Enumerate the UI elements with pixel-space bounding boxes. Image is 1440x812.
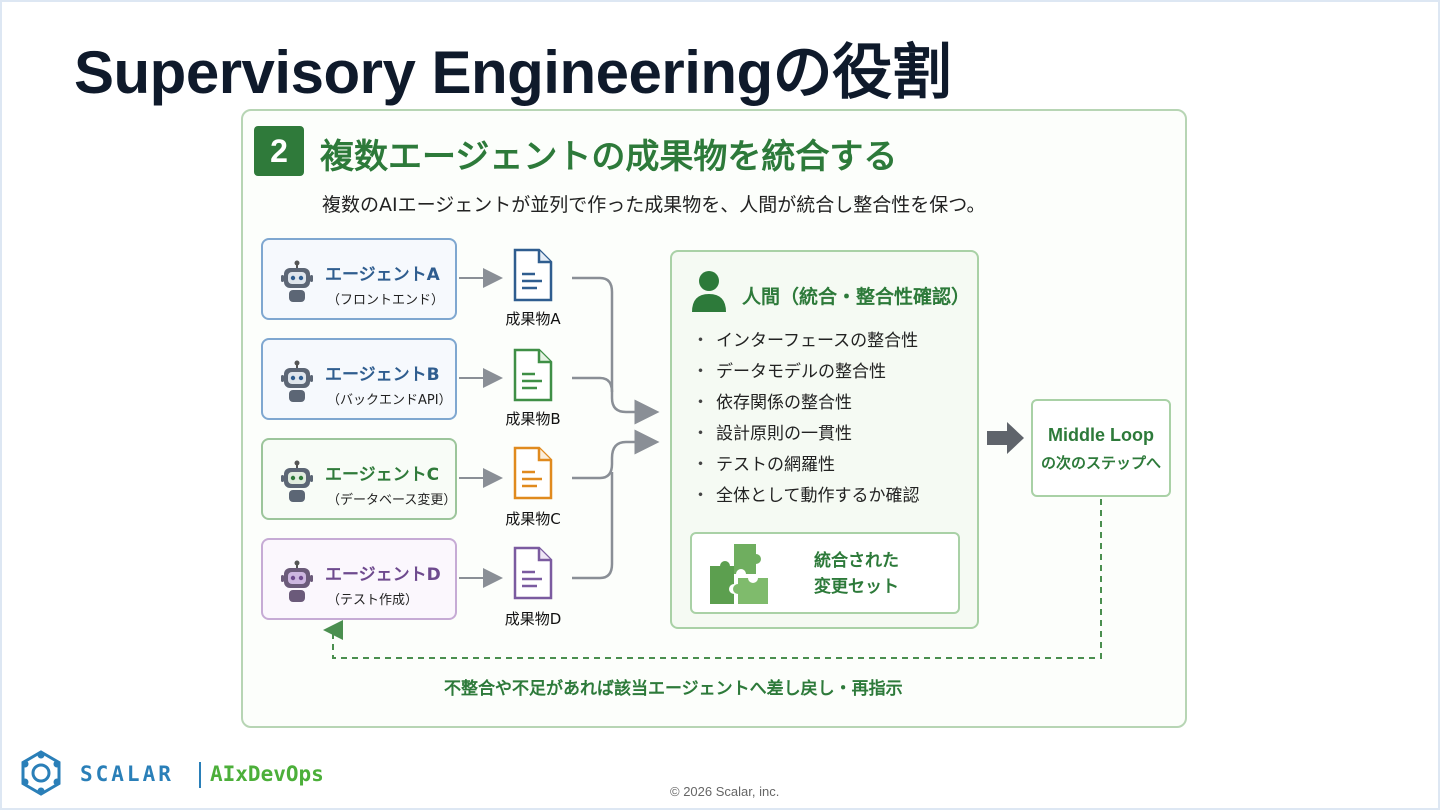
check-item: ・インターフェースの整合性	[692, 331, 919, 351]
agent-role: （テスト作成）	[327, 593, 419, 608]
feedback-note: 不整合や不足があれば該当エージェントへ差し戻し・再指示	[444, 679, 903, 699]
check-item: ・データモデルの整合性	[692, 362, 886, 382]
check-item: ・テストの網羅性	[692, 455, 835, 475]
document-icon	[513, 446, 553, 500]
document-icon	[513, 348, 553, 402]
agent-card-b: エージェントB （バックエンドAPI）	[261, 338, 457, 420]
agent-name: エージェントA	[325, 265, 440, 285]
section-heading: 複数エージェントの成果物を統合する	[320, 137, 898, 177]
robot-icon	[281, 360, 313, 402]
next-step-box: Middle Loop の次のステップへ	[1031, 399, 1171, 497]
check-list: ・インターフェースの整合性 ・データモデルの整合性 ・依存関係の整合性 ・設計原…	[692, 326, 920, 512]
brand-tagline: AIxDevOps	[210, 762, 324, 786]
scalar-logo-icon	[21, 750, 61, 796]
section-number-badge: 2	[254, 126, 304, 176]
brand-name: SCALAR	[80, 762, 174, 786]
check-item: ・全体として動作するか確認	[692, 486, 920, 506]
agent-role: （バックエンドAPI）	[327, 393, 452, 408]
brand-divider	[199, 762, 201, 788]
human-integration-box: 人間（統合・整合性確認） ・インターフェースの整合性 ・データモデルの整合性 ・…	[670, 250, 979, 629]
section-subtitle: 複数のAIエージェントが並列で作った成果物を、人間が統合し整合性を保つ。	[322, 194, 986, 216]
agent-name: エージェントB	[325, 365, 440, 385]
deliverable-label: 成果物A	[505, 310, 561, 328]
to-next-step-arrow	[987, 422, 1024, 454]
deliverable-label: 成果物B	[505, 410, 561, 428]
human-title: 人間（統合・整合性確認）	[742, 286, 971, 308]
merge-brackets	[572, 276, 660, 580]
agent-name: エージェントC	[325, 465, 440, 485]
agent-card-a: エージェントA （フロントエンド）	[261, 238, 457, 320]
next-step-subtitle: の次のステップへ	[1040, 454, 1161, 472]
merged-changeset-label: 統合された変更セット	[814, 551, 899, 597]
deliverable-label: 成果物C	[505, 510, 561, 528]
agent-card-d: エージェントD （テスト作成）	[261, 538, 457, 620]
document-icon	[513, 546, 553, 600]
puzzle-icon	[710, 544, 768, 604]
copyright: © 2026 Scalar, inc.	[670, 784, 780, 799]
check-item: ・設計原則の一貫性	[692, 424, 852, 444]
check-item: ・依存関係の整合性	[692, 393, 852, 413]
document-icon	[513, 248, 553, 302]
next-step-title: Middle Loop	[1048, 425, 1154, 445]
agent-card-c: エージェントC （データベース変更）	[261, 438, 457, 520]
robot-icon	[281, 260, 313, 302]
merged-changeset-box: 統合された変更セット	[690, 532, 960, 614]
person-icon	[692, 271, 726, 312]
slide-title: Supervisory Engineeringの役割	[74, 39, 952, 106]
feedback-loop-line	[323, 499, 1102, 659]
agent-to-deliverable-arrows	[459, 268, 503, 588]
robot-icon	[281, 560, 313, 602]
agent-name: エージェントD	[325, 565, 441, 585]
agent-role: （フロントエンド）	[327, 293, 445, 308]
robot-icon	[281, 460, 313, 502]
agent-role: （データベース変更）	[327, 493, 457, 508]
deliverable-label: 成果物D	[504, 610, 562, 628]
